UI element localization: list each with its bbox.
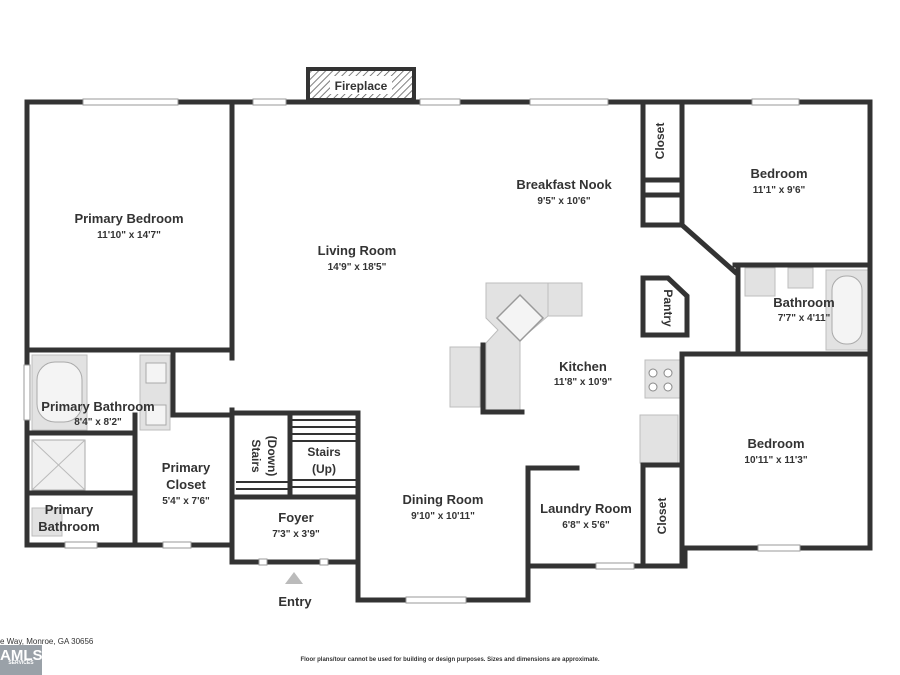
sink-counter xyxy=(547,282,583,317)
bedroom-top-label: Bedroom xyxy=(750,166,807,181)
entry-label: Entry xyxy=(278,594,312,609)
bedroom-bottom-dims: 10'11" x 11'3" xyxy=(744,455,807,466)
living-room-label: Living Room xyxy=(318,243,397,258)
logo-subtext: SERVICES xyxy=(8,660,34,666)
bedroom-bottom-label: Bedroom xyxy=(747,436,804,451)
bathroom-dims: 7'7" x 4'11" xyxy=(778,313,831,324)
stair-treads xyxy=(236,419,356,490)
primary-closet-label-1: Primary xyxy=(162,460,211,475)
stove xyxy=(644,359,682,399)
bath-toilet xyxy=(787,267,814,289)
stairs-up-label-1: Stairs xyxy=(307,445,341,459)
kitchen-dims: 11'8" x 10'9" xyxy=(554,377,612,388)
disclaimer-text: Floor plans/tour cannot be used for buil… xyxy=(300,657,600,663)
foyer-dims: 7'3" x 3'9" xyxy=(272,529,320,540)
fireplace: Fireplace xyxy=(306,67,416,102)
half-bath-label-2: Bathroom xyxy=(38,519,99,534)
bathroom-label: Bathroom xyxy=(773,295,834,310)
island-sink xyxy=(495,293,545,343)
foyer-label: Foyer xyxy=(278,510,313,525)
stairs-down-label-2: (Down) xyxy=(265,436,279,477)
living-room-dims: 14'9" x 18'5" xyxy=(328,262,387,273)
room-labels: Primary Bedroom 11'10" x 14'7" Living Ro… xyxy=(38,123,834,609)
closet-top-label: Closet xyxy=(653,123,667,160)
primary-closet-dims: 5'4" x 7'6" xyxy=(162,496,210,507)
half-bath-label-1: Primary xyxy=(45,502,94,517)
kitchen-label: Kitchen xyxy=(559,359,607,374)
primary-bathroom-dims: 8'4" x 8'2" xyxy=(74,417,122,428)
pantry-label: Pantry xyxy=(661,289,675,327)
breakfast-nook-dims: 9'5" x 10'6" xyxy=(537,196,590,207)
bar-counter xyxy=(449,346,481,408)
breakfast-nook-label: Breakfast Nook xyxy=(516,177,612,192)
primary-bathroom-label: Primary Bathroom xyxy=(41,399,154,414)
fireplace-label: Fireplace xyxy=(335,79,388,93)
primary-bedroom-label: Primary Bedroom xyxy=(74,211,183,226)
address-text: e Way, Monroe, GA 30656 xyxy=(0,637,94,646)
stairs-down-label-1: Stairs xyxy=(249,439,263,473)
walls xyxy=(24,99,873,603)
laundry-room-dims: 6'8" x 5'6" xyxy=(562,520,610,531)
mls-logo: AMLS SERVICES xyxy=(0,645,43,675)
entry-arrow-icon xyxy=(285,572,303,584)
windows xyxy=(23,98,801,604)
half-bath-toilet xyxy=(31,507,63,537)
closet-bottom-label: Closet xyxy=(655,498,669,535)
bath-vanity xyxy=(744,267,776,297)
bedroom-top-dims: 11'1" x 9'6" xyxy=(753,185,806,196)
dining-room-label: Dining Room xyxy=(403,492,484,507)
dining-room-dims: 9'10" x 10'11" xyxy=(411,511,475,522)
laundry-room-label: Laundry Room xyxy=(540,501,632,516)
refrigerator xyxy=(639,414,679,464)
logo-text: AMLS xyxy=(0,647,43,664)
primary-closet-label-2: Closet xyxy=(166,477,206,492)
primary-bedroom-dims: 11'10" x 14'7" xyxy=(97,230,161,241)
stairs-up-label-2: (Up) xyxy=(312,462,336,476)
